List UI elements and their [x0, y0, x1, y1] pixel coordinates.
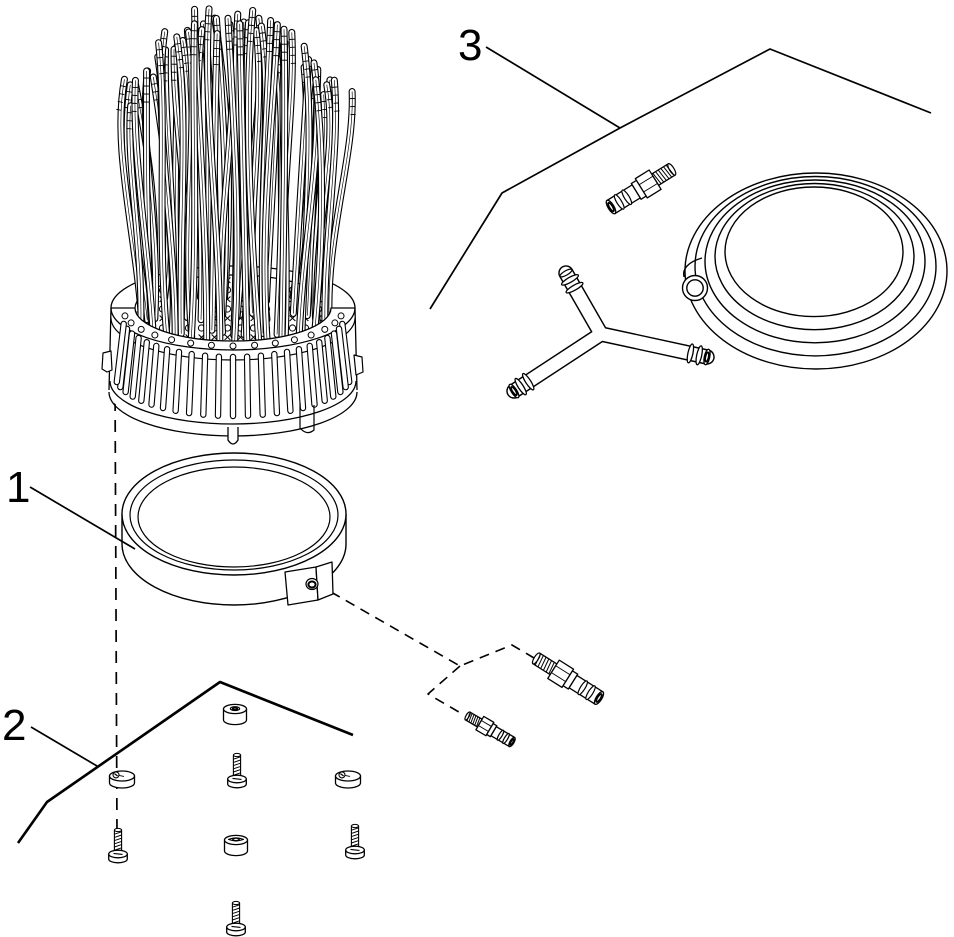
hose-barb-connector-large: [531, 652, 605, 706]
base-slats: [113, 320, 353, 420]
hose-end: [681, 257, 709, 302]
screw: [226, 900, 246, 937]
washer-disc: [334, 770, 362, 789]
callout-1-label: 1: [6, 463, 30, 512]
air-hose-coil: [684, 172, 948, 370]
brush-strand: [186, 20, 199, 356]
base-lug-left: [101, 350, 113, 373]
slotted-cap: [223, 834, 249, 857]
brush-strand: [131, 76, 158, 361]
port-guide-line: [330, 591, 535, 716]
brush-strand: [204, 5, 224, 360]
brush-strands: [116, 5, 356, 361]
screw: [108, 827, 128, 864]
callout-1-leader: [29, 486, 136, 550]
brush-strand: [236, 20, 251, 359]
fastener-set: [108, 703, 365, 937]
cap-nut: [222, 703, 248, 726]
callout-1: 1: [6, 463, 136, 550]
brush-strand: [173, 33, 187, 338]
screw: [345, 823, 365, 860]
base-rim-holes: [121, 312, 345, 350]
brush-strand: [155, 39, 172, 354]
callout-3: 3: [458, 21, 621, 129]
base-tab-bottom: [227, 427, 239, 445]
brush-strand: [325, 88, 356, 336]
y-distributor: [506, 265, 715, 399]
brush-strand: [126, 102, 145, 356]
base-clip-right: [299, 403, 315, 434]
hose-barb-connector: [605, 163, 677, 215]
brush-strand: [224, 14, 241, 352]
hose-barb-connector-small: [464, 711, 516, 748]
brush-strand: [261, 21, 281, 354]
callout-2: 2: [2, 701, 98, 767]
clamp-ring: [121, 452, 347, 606]
callout-2-leader: [30, 726, 98, 767]
washer-disc: [108, 770, 136, 789]
fastener-group-outline: [16, 680, 354, 844]
assembly-guide-lines: [114, 377, 535, 837]
connection-kit: [506, 163, 948, 399]
callout-3-label: 3: [458, 21, 482, 70]
brush-base-cage: [101, 307, 364, 445]
ring-hose-port: [284, 561, 334, 606]
vertical-guide-line: [114, 377, 118, 837]
brush-strand: [244, 6, 263, 352]
callout-3-leader: [485, 46, 621, 129]
hose-connectors: [464, 652, 605, 748]
callout-2-label: 2: [2, 701, 26, 750]
brush-cartridge: [101, 5, 364, 445]
clamp-ring-body: [121, 452, 347, 606]
screw: [227, 752, 247, 789]
brush-strand: [321, 76, 340, 360]
kit-group-outline: [429, 48, 932, 310]
brush-strand: [278, 25, 289, 357]
brush-strand: [308, 76, 325, 360]
base-lug-right: [353, 354, 364, 376]
